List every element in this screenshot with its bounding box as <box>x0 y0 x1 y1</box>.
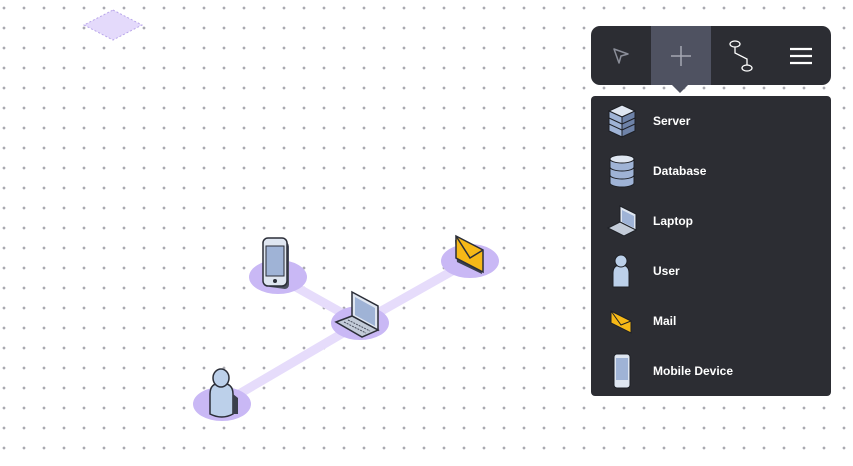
shape-menu-item-server[interactable]: Server <box>591 96 831 146</box>
mobile-device-icon <box>613 353 631 389</box>
server-icon <box>607 104 637 138</box>
plus-icon <box>671 45 691 66</box>
shape-menu-item-database[interactable]: Database <box>591 146 831 196</box>
shape-menu-label: Mobile Device <box>653 364 734 378</box>
mobile-device-node[interactable] <box>262 237 289 290</box>
user-icon <box>612 254 630 288</box>
toolbar-caret <box>672 85 688 93</box>
mail-icon <box>610 310 632 334</box>
database-icon <box>609 154 635 188</box>
laptop-icon <box>606 205 638 237</box>
pointer-tool-button[interactable] <box>591 26 651 85</box>
shape-menu-label: User <box>653 264 680 278</box>
shape-menu-item-mobile-device[interactable]: Mobile Device <box>591 346 831 396</box>
toolbar <box>591 26 831 85</box>
menu-tool-button[interactable] <box>771 26 831 85</box>
shape-placeholder-diamond[interactable] <box>82 9 144 41</box>
shape-menu-item-laptop[interactable]: Laptop <box>591 196 831 246</box>
mail-node[interactable] <box>455 234 484 274</box>
laptop-node[interactable] <box>334 290 380 338</box>
connector-laptop-user[interactable] <box>217 318 365 409</box>
pointer-icon <box>613 47 629 64</box>
shape-menu-item-mail[interactable]: Mail <box>591 296 831 346</box>
connector-tool-button[interactable] <box>711 26 771 85</box>
shape-menu-label: Mail <box>653 314 677 328</box>
menu-icon <box>790 47 812 64</box>
shape-menu-item-user[interactable]: User <box>591 246 831 296</box>
connector-icon <box>729 39 753 72</box>
user-node[interactable] <box>209 368 238 418</box>
shape-menu: Server Database Laptop Use <box>591 96 831 396</box>
shape-menu-label: Server <box>653 114 691 128</box>
shape-menu-label: Database <box>653 164 707 178</box>
add-shape-tool-button[interactable] <box>651 26 711 85</box>
shape-menu-label: Laptop <box>653 214 693 228</box>
